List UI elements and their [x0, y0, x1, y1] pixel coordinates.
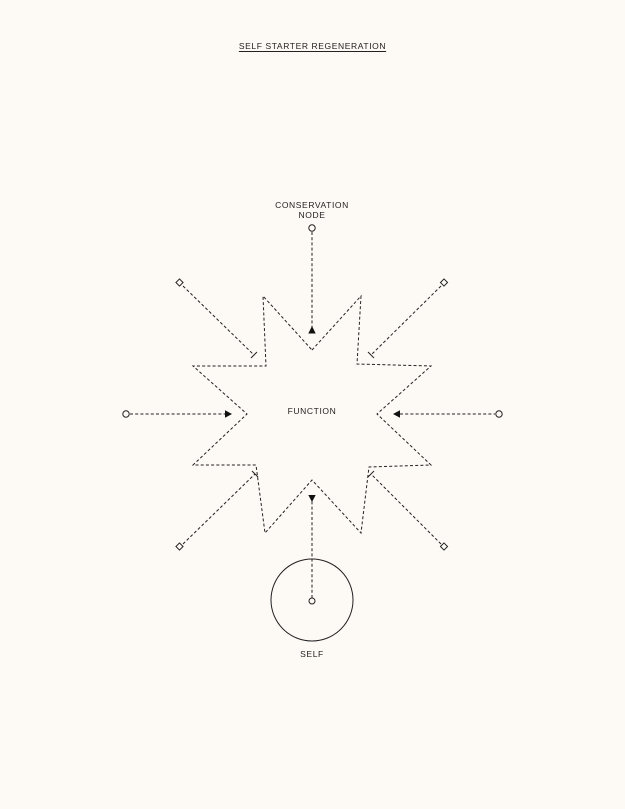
top-right-end-tick — [367, 351, 375, 359]
top-right-connector-line — [370, 285, 442, 356]
bottom-arrow-up-icon — [308, 495, 316, 502]
conservation-node-circle — [308, 224, 316, 232]
left-node-circle — [122, 410, 130, 418]
bottom-left-end-tick — [251, 470, 259, 478]
function-star-outline — [191, 294, 433, 535]
right-node-circle — [495, 410, 503, 418]
self-label: SELF — [300, 649, 324, 659]
top-left-diamond-node — [175, 278, 184, 287]
self-large-circle — [270, 558, 354, 642]
left-arrow-right-icon — [225, 410, 232, 418]
top-left-connector-line — [182, 285, 255, 356]
top-left-end-tick — [250, 351, 258, 359]
top-arrow-down-icon — [308, 326, 316, 334]
bottom-left-connector-line — [182, 473, 256, 545]
conservation-node-label-line2: NODE — [299, 210, 326, 220]
top-right-diamond-node — [439, 278, 449, 287]
diagram-title: SELF STARTER REGENERATION — [238, 41, 387, 51]
bottom-right-connector-line — [370, 473, 442, 545]
bottom-right-end-tick — [367, 470, 375, 478]
bottom-right-diamond-node — [439, 542, 449, 551]
function-label: FUNCTION — [288, 406, 337, 416]
bottom-left-diamond-node — [175, 542, 184, 551]
conservation-node-label-line1: CONSERVATION — [275, 200, 349, 210]
self-center-node — [308, 597, 316, 605]
right-arrow-left-icon — [393, 410, 400, 418]
